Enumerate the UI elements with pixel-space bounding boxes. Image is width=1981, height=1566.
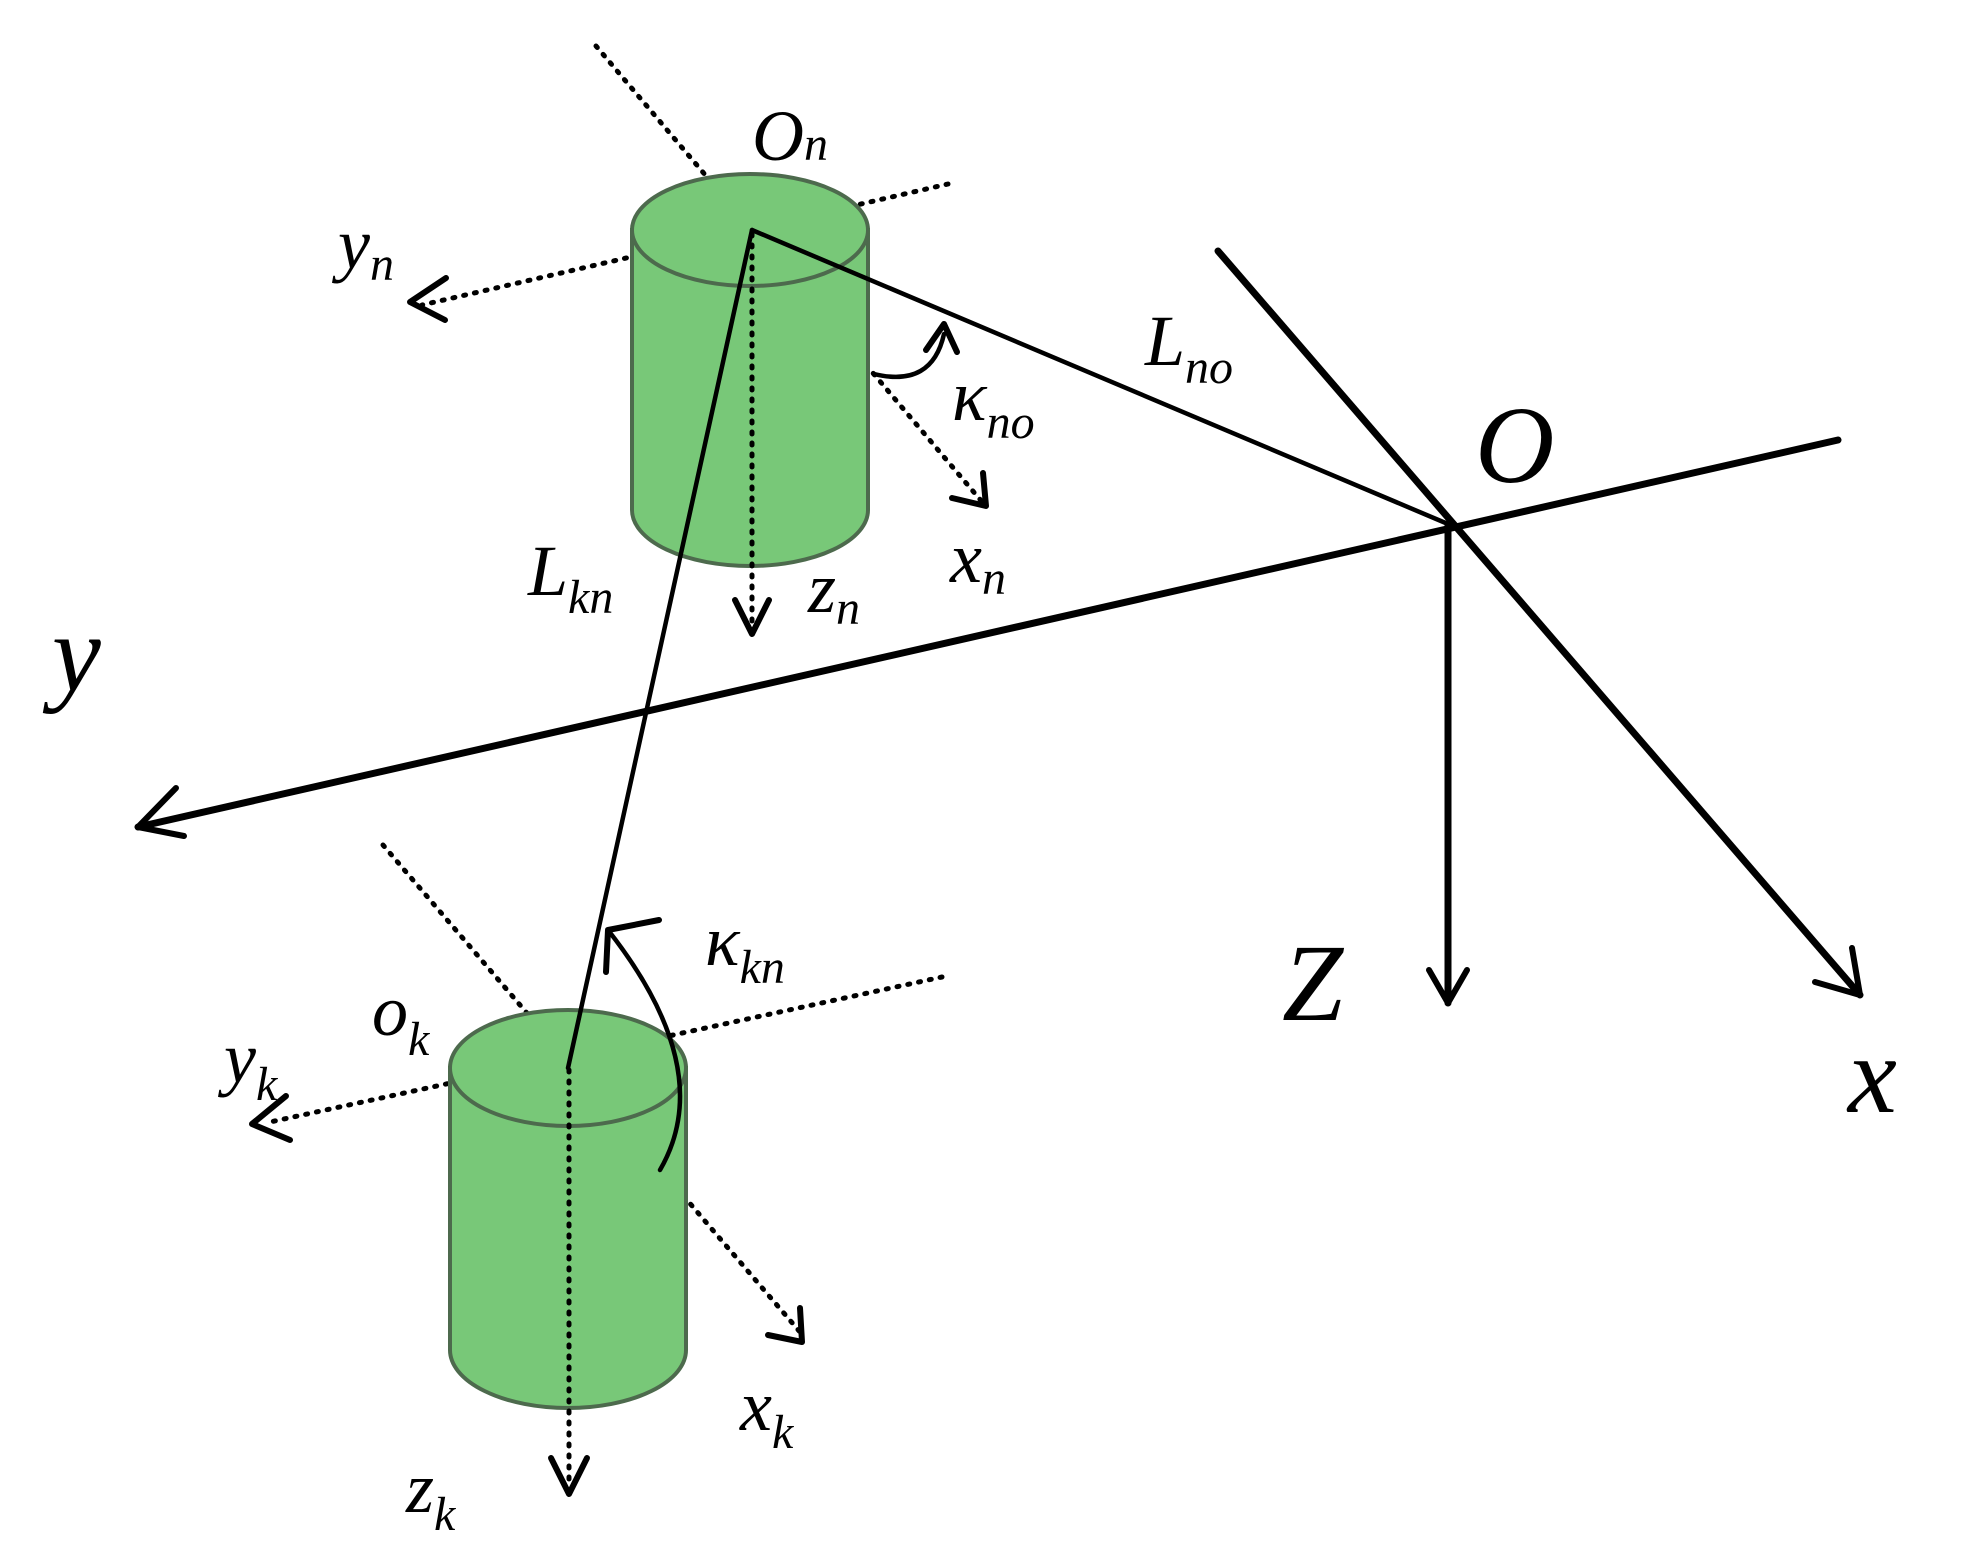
body-n-origin-label: On bbox=[752, 96, 828, 176]
body-k: ok yk xk zk κkn bbox=[217, 842, 945, 1541]
body-n-x-label: xn bbox=[949, 518, 1006, 605]
body-n-y-label: yn bbox=[331, 204, 394, 291]
kappa-kn-arrowhead bbox=[603, 917, 662, 975]
body-k-z-arrowhead bbox=[548, 1455, 590, 1497]
global-x-arrowhead bbox=[1812, 945, 1863, 998]
line-L-no bbox=[749, 227, 1451, 527]
global-x-axis bbox=[1214, 247, 1864, 999]
body-k-x-label: xk bbox=[739, 1366, 795, 1459]
kappa-no-label: κno bbox=[952, 356, 1035, 449]
global-z-label: Z bbox=[1282, 922, 1345, 1044]
kappa-no-arc bbox=[871, 331, 947, 380]
body-k-z-label: zk bbox=[405, 1448, 457, 1541]
body-n-z-arrowhead bbox=[732, 597, 772, 637]
body-n-x-arrowhead bbox=[949, 470, 989, 509]
global-y-axis bbox=[134, 436, 1842, 831]
kappa-kn-label: κkn bbox=[705, 901, 785, 994]
global-y-arrowhead bbox=[135, 785, 187, 839]
global-z-arrowhead bbox=[1426, 967, 1470, 1006]
body-k-y-arrowhead bbox=[249, 1093, 293, 1143]
body-k-origin-label: ok bbox=[372, 971, 431, 1066]
body-n-y-arrowhead bbox=[407, 275, 449, 323]
global-x-label: x bbox=[1846, 1014, 1897, 1136]
kappa-kn-arc bbox=[605, 927, 683, 1173]
body-k-y-label: yk bbox=[217, 1018, 279, 1111]
connections: Lno Lkn bbox=[527, 227, 1451, 1071]
body-n-z-label: zn bbox=[807, 548, 860, 635]
body-n-dotted-y bbox=[419, 181, 951, 308]
kappa-no-arrowhead bbox=[923, 321, 960, 355]
global-y-label: y bbox=[42, 592, 101, 714]
global-frame: O y Z x bbox=[42, 247, 1897, 1136]
line-L-kn bbox=[565, 227, 755, 1071]
global-origin-label: O bbox=[1475, 384, 1554, 506]
L-no-label: Lno bbox=[1144, 301, 1233, 394]
body-k-x-arrowhead bbox=[765, 1305, 805, 1345]
body-n: On yn xn zn κno bbox=[331, 43, 1035, 637]
L-kn-label: Lkn bbox=[527, 531, 613, 624]
